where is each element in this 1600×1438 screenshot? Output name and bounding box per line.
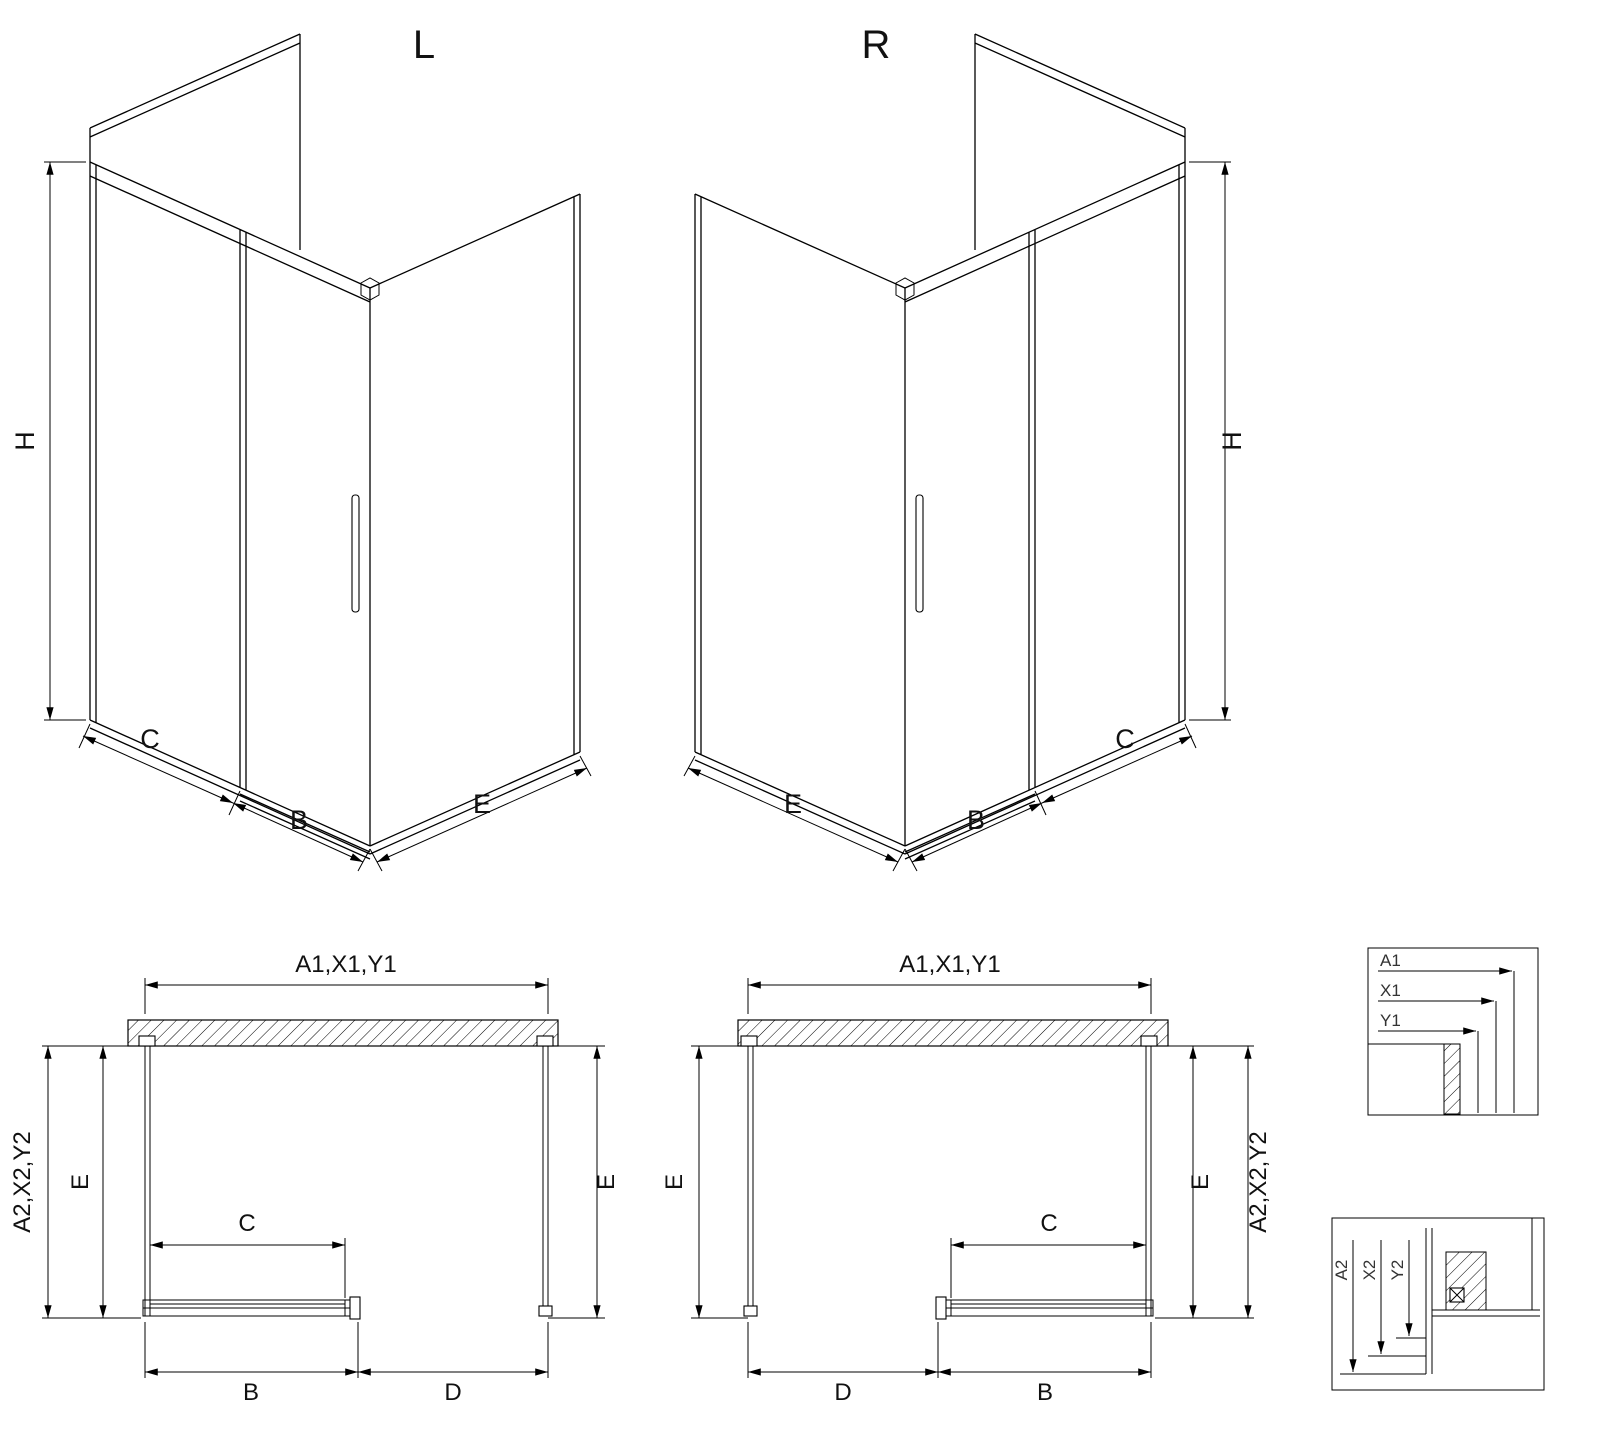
sliding-door-track — [142, 1296, 361, 1320]
plan-right-opening-label: D — [834, 1379, 851, 1406]
detail-top-label-x1: X1 — [1380, 981, 1401, 1000]
detail-bottom-frame — [1331, 1217, 1545, 1391]
door-handle — [351, 494, 360, 613]
iso-view-left: L H C B E — [10, 23, 592, 872]
wall-profile-fitting — [138, 1035, 156, 1047]
roller-fitting — [1449, 1287, 1465, 1303]
sliding-door-track — [935, 1296, 1154, 1320]
iso-right-dimensions: H C B E — [683, 161, 1247, 872]
iso-left-front-face — [89, 161, 371, 860]
wall-section — [737, 1019, 1169, 1047]
panel-end-fitting — [743, 1305, 758, 1317]
door-handle — [915, 494, 924, 613]
iso-left-far-side-panel — [89, 33, 301, 723]
plan-right-width-label: A1,X1,Y1 — [899, 951, 1000, 978]
plan-left-dimensions: A1,X1,Y1 A2,X2,Y2 E E C B D — [9, 951, 620, 1406]
wall-profile-fitting — [536, 1035, 554, 1047]
wall-section — [127, 1019, 559, 1047]
iso-right-side-panel-label: E — [784, 789, 802, 819]
iso-right-title: R — [862, 23, 891, 67]
iso-right-height-label: H — [1217, 431, 1247, 451]
wall-profile-fitting — [1140, 1035, 1158, 1047]
plan-left-door-width-label: B — [243, 1379, 259, 1406]
left-glass-panel — [747, 1045, 754, 1317]
iso-left-height-label: H — [10, 431, 40, 451]
plan-view-right: A1,X1,Y1 E E A2,X2,Y2 C D B — [661, 951, 1272, 1406]
detail-top-label-y1: Y1 — [1380, 1011, 1401, 1030]
iso-left-side-panel-label: E — [473, 789, 491, 819]
detail-bottom-label-x2: X2 — [1360, 1260, 1379, 1281]
iso-right-corner-cap — [895, 277, 915, 301]
wall-profile-section — [1443, 1043, 1461, 1115]
iso-left-door-label: B — [290, 805, 308, 835]
plan-left-opening-label: D — [444, 1379, 461, 1406]
plan-right-door-width-label: B — [1037, 1379, 1053, 1406]
iso-left-fixed-panel-label: C — [140, 724, 160, 754]
plan-right-depth-outer-label: A2,X2,Y2 — [1245, 1131, 1272, 1232]
plan-left-door-clear-label: C — [238, 1210, 255, 1237]
detail-top-frame — [1367, 947, 1539, 1116]
iso-right-front-face — [904, 161, 1186, 860]
detail-top-label-a1: A1 — [1380, 951, 1401, 970]
panel-end-fitting — [538, 1305, 553, 1317]
detail-view-top: A1 X1 Y1 — [1367, 947, 1539, 1116]
iso-right-side-panel — [694, 193, 906, 855]
wall-profile-fitting — [740, 1035, 758, 1047]
left-glass-panel — [144, 1045, 151, 1317]
plan-left-depth-opposite-label: E — [593, 1174, 620, 1190]
iso-right-door-label: B — [967, 805, 985, 835]
iso-right-far-side-panel — [974, 33, 1186, 723]
plan-right-door-clear-label: C — [1040, 1210, 1057, 1237]
detail-view-bottom: A2 X2 Y2 — [1331, 1217, 1545, 1391]
iso-view-right: R H C B E — [683, 23, 1247, 872]
plan-left-width-label: A1,X1,Y1 — [295, 951, 396, 978]
right-glass-panel — [542, 1045, 549, 1317]
detail-bottom-label-y2: Y2 — [1388, 1260, 1407, 1281]
plan-left-depth-outer-label: A2,X2,Y2 — [9, 1131, 36, 1232]
plan-left-depth-inner-label: E — [67, 1174, 94, 1190]
right-glass-panel — [1145, 1045, 1152, 1317]
iso-left-side-panel — [369, 193, 581, 855]
detail-bottom-label-a2: A2 — [1332, 1260, 1351, 1281]
iso-left-corner-cap — [360, 277, 380, 301]
iso-left-title: L — [413, 23, 435, 67]
plan-right-depth-opposite-label: E — [661, 1174, 688, 1190]
iso-right-fixed-panel-label: C — [1115, 724, 1135, 754]
plan-right-dimensions: A1,X1,Y1 E E A2,X2,Y2 C D B — [661, 951, 1272, 1406]
iso-left-dimensions: H C B E — [10, 161, 592, 872]
plan-right-depth-inner-label: E — [1187, 1174, 1214, 1190]
plan-view-left: A1,X1,Y1 A2,X2,Y2 E E C B D — [9, 951, 620, 1406]
